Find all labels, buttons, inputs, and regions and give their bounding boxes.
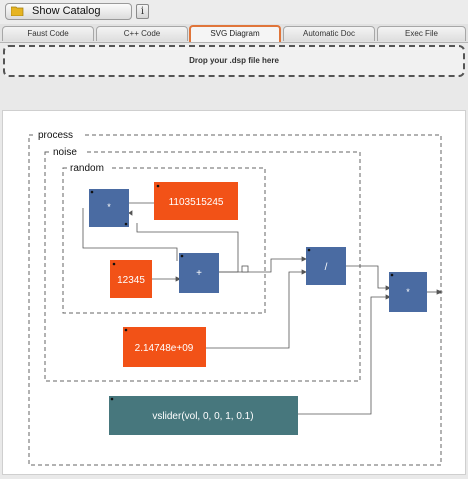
const-1103515245-block[interactable] [154, 182, 238, 220]
mul-inner-label: * [107, 202, 111, 212]
drop-zone-label: Drop your .dsp file here [189, 56, 279, 65]
add-label: + [196, 268, 202, 279]
folder-icon [11, 6, 24, 16]
tab-exec-file[interactable]: Exec File [377, 26, 466, 41]
tab-bar: Faust Code C++ Code SVG Diagram Automati… [0, 24, 468, 43]
const-12345-block[interactable] [110, 260, 152, 298]
info-icon[interactable]: i [136, 4, 149, 19]
top-toolbar: Show Catalog i [0, 0, 468, 24]
dsp-drop-zone[interactable]: Drop your .dsp file here [3, 45, 465, 77]
div-block[interactable] [306, 247, 346, 285]
random-group-frame [62, 167, 266, 314]
const-2.14748e09-block[interactable] [123, 327, 206, 367]
diagram-wires [82, 202, 444, 415]
noise-group-frame [44, 151, 361, 382]
tab-faust-code[interactable]: Faust Code [2, 26, 94, 41]
tab-cpp-code[interactable]: C++ Code [96, 26, 188, 41]
process-group-label: process [38, 130, 73, 141]
const-12345-label: 12345 [117, 275, 145, 286]
tab-automatic-doc[interactable]: Automatic Doc [283, 26, 375, 41]
vslider-block[interactable] [109, 396, 298, 435]
div-label: / [325, 262, 328, 273]
add-block[interactable] [179, 253, 219, 293]
vslider-label: vslider(vol, 0, 0, 1, 0.1) [152, 411, 253, 422]
faust-block-diagram: process noise random * [28, 129, 444, 466]
mul-out-block[interactable] [389, 272, 427, 312]
svg-diagram-canvas: process noise random * [2, 110, 466, 475]
noise-group-label: noise [53, 147, 77, 158]
show-catalog-label: Show Catalog [32, 5, 101, 17]
const-2.14748e09-label: 2.14748e+09 [135, 343, 194, 354]
mul-inner-block[interactable] [89, 189, 129, 227]
wire-junction [241, 265, 249, 273]
const-1103515245-label: 1103515245 [169, 197, 224, 208]
tab-svg-diagram[interactable]: SVG Diagram [189, 25, 281, 42]
mul-out-label: * [406, 287, 410, 297]
process-group-frame [28, 134, 442, 466]
random-group-label: random [70, 163, 104, 174]
show-catalog-button[interactable]: Show Catalog [5, 3, 132, 20]
